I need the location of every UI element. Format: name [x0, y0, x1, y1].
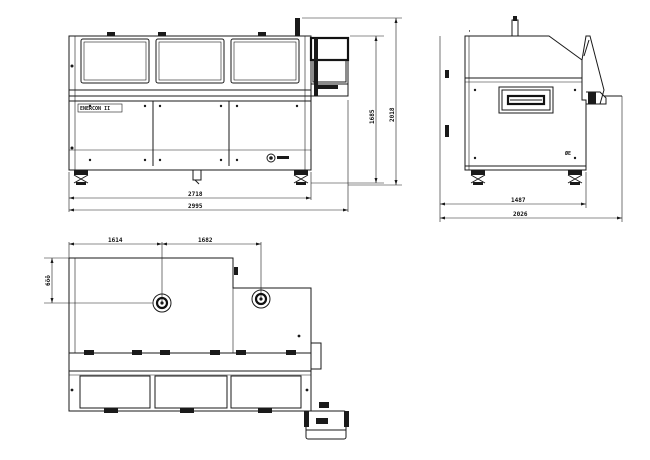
dim-top-left-span: 1614 [108, 237, 123, 244]
side-display-window [498, 86, 554, 114]
front-panel-label: ENERCON II [80, 106, 110, 112]
top-side-tab [310, 342, 322, 370]
dim-top-right-span: 1682 [198, 237, 213, 244]
front-antenna [295, 18, 300, 36]
side-connector-upper [445, 70, 449, 78]
side-top-label: ‘ [468, 30, 471, 36]
top-drawer-3 [230, 375, 302, 409]
dim-front-height-overall: 2018 [389, 107, 396, 122]
side-body-outline [464, 35, 587, 171]
dim-front-overall-width: 2995 [188, 203, 203, 210]
side-wheel-right [567, 170, 583, 185]
top-pump-unit [304, 402, 349, 440]
top-tank-outline [68, 257, 312, 353]
front-window-3 [230, 38, 300, 84]
front-window-2 [155, 38, 225, 84]
top-drawer-1 [79, 375, 151, 409]
side-connector-lower [445, 125, 449, 137]
front-wheel-center [192, 169, 202, 185]
side-corner-label: ØE [564, 150, 571, 157]
front-wheel-right [293, 170, 309, 185]
brand-logo [266, 153, 276, 163]
side-view: ‘ ØE [439, 16, 623, 222]
dim-top-left-depth: 6öö [45, 275, 52, 286]
front-window-1 [80, 38, 150, 84]
top-view: 1614 1682 6öö [44, 237, 349, 440]
front-wheel-left [73, 170, 89, 185]
dim-side-overall-width: 2026 [513, 211, 528, 218]
dim-front-height-inner: 1685 [369, 109, 376, 124]
dim-side-inner-width: 1487 [511, 197, 526, 204]
front-view: ENERCON II 2718 [68, 17, 402, 212]
side-wheel-left [470, 170, 486, 185]
dim-front-inner-width: 2718 [188, 191, 203, 198]
top-drawer-2 [154, 375, 228, 409]
